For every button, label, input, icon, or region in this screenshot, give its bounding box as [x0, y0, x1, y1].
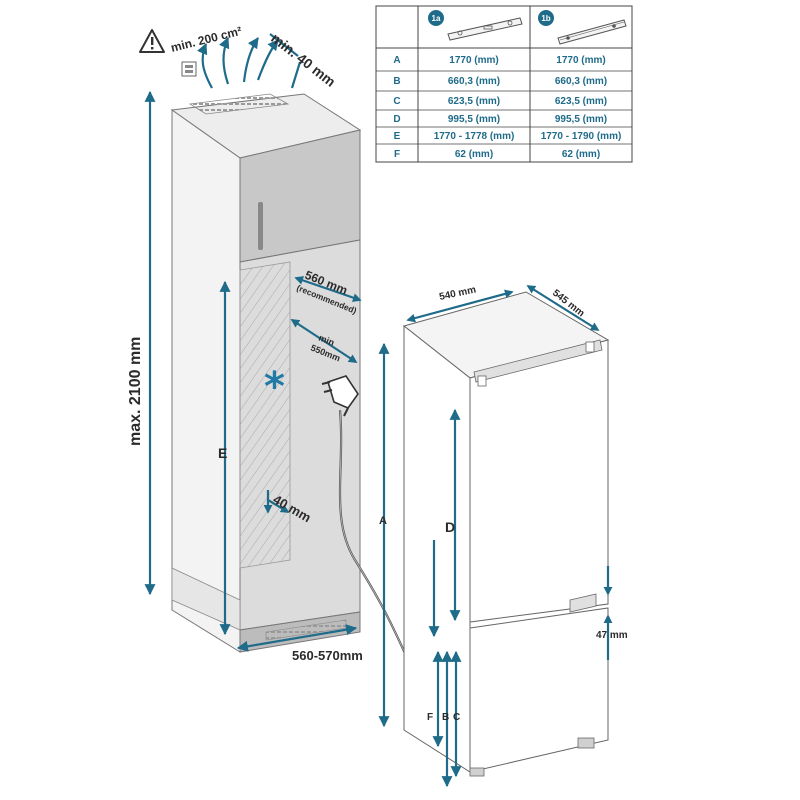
table-cell: 62 (mm)	[562, 149, 600, 160]
niche-width-arrow	[236, 624, 358, 652]
bracket-1a-icon	[447, 17, 523, 41]
middle-hinge	[569, 593, 597, 613]
row-label: B	[393, 76, 400, 87]
dim-a-label: A	[379, 515, 387, 527]
appliance-upper-door	[469, 339, 609, 623]
appliance-drawing	[402, 291, 610, 777]
top-gap-label: min. 40 mm	[268, 30, 339, 90]
dim-e-label: E	[218, 445, 227, 461]
table-cell: 660,3 (mm)	[448, 76, 500, 87]
row-label: C	[393, 96, 400, 107]
rear-vent-channel	[239, 261, 291, 569]
table-cell: 995,5 (mm)	[555, 114, 607, 125]
vent-grille-icon	[188, 93, 290, 115]
table-cell: 1770 (mm)	[556, 55, 605, 66]
svg-text:1b: 1b	[541, 14, 550, 23]
svg-text:1a: 1a	[432, 14, 441, 23]
door-hinge-icon	[473, 339, 603, 383]
niche-width-label: 560-570mm	[292, 648, 363, 663]
cabinet-left-panel	[171, 109, 241, 653]
table-cell: 1770 (mm)	[449, 55, 498, 66]
warning-icon	[139, 29, 165, 53]
top-gap-leader	[290, 61, 302, 89]
table-cell: 623,5 (mm)	[448, 96, 500, 107]
table-cell: 62 (mm)	[455, 149, 493, 160]
appliance-depth-arrow	[526, 285, 600, 331]
power-cord	[338, 409, 410, 661]
snowflake-icon: *	[264, 364, 285, 410]
table-cell: 623,5 (mm)	[555, 96, 607, 107]
appliance-width-arrow	[406, 289, 514, 323]
rear-gap-arrow	[267, 499, 290, 513]
niche-depth-arrow	[294, 276, 362, 302]
vent-area-label: min. 200 cm²	[169, 24, 243, 55]
header-badge-1b: 1b	[538, 10, 554, 26]
door-gap-label: 47 mm	[596, 630, 628, 641]
min-depth-arrow	[290, 319, 358, 363]
top-gap-arrow	[269, 33, 299, 57]
appliance-lower-door	[469, 607, 609, 773]
cabinet-handle	[258, 202, 263, 250]
table-cell: 995,5 (mm)	[448, 114, 500, 125]
table-cell: 1770 - 1778 (mm)	[434, 131, 515, 142]
appliance-foot	[469, 767, 485, 777]
row-label: D	[393, 114, 400, 125]
row-label: F	[394, 149, 400, 160]
header-badge-1a: 1a	[428, 10, 444, 26]
table-cell: 1770 - 1790 (mm)	[541, 131, 622, 142]
dim-d-label: D	[445, 519, 455, 535]
appliance-foot-right	[577, 737, 595, 749]
row-label: A	[393, 55, 400, 66]
bracket-1b-icon	[557, 19, 627, 45]
table-cell: 660,3 (mm)	[555, 76, 607, 87]
airflow-arrow-icon	[197, 36, 279, 89]
appliance-width-label: 540 mm	[438, 284, 477, 303]
vent-symbol-icon	[181, 61, 197, 77]
max-height-label: max. 2100 mm	[127, 337, 144, 446]
dim-b-label: B	[442, 712, 449, 723]
power-plug-icon	[321, 375, 359, 417]
dim-c-label: C	[453, 712, 460, 723]
dim-f-label: F	[427, 712, 433, 723]
dimensions-table: 1a 1b A 1770 (mm) 1770 (mm) B 660,3 (mm)…	[375, 5, 633, 163]
row-label: E	[394, 131, 401, 142]
